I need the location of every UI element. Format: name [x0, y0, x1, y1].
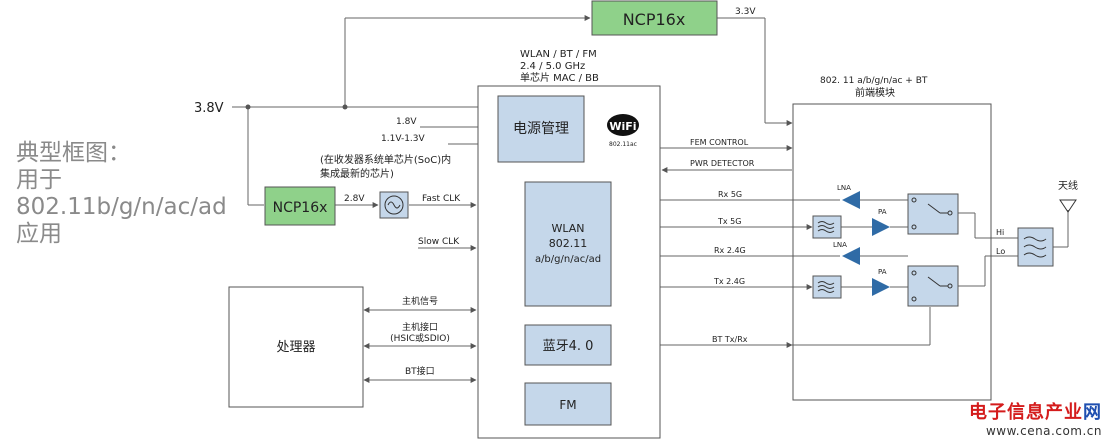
ncp16x-left-block: NCP16x: [264, 186, 336, 226]
front-end-module-block: [792, 103, 992, 401]
bt-interface-label: BT接口: [405, 365, 435, 377]
watermark-url: www.cena.com.cn: [985, 424, 1102, 438]
soc-title: WLAN / BT / FM 2.4 / 5.0 GHz 单芯片 MAC / B…: [520, 49, 599, 84]
fm-block: FM: [524, 382, 612, 426]
pa-24g-icon: [872, 278, 890, 296]
fem-control-label: FEM CONTROL: [690, 138, 749, 147]
svg-text:WiFi: WiFi: [609, 120, 636, 133]
filter-5g-icon: [812, 215, 842, 239]
rx24g-label: Rx 2.4G: [714, 246, 746, 255]
voltage-3v3-label: 3.3V: [735, 7, 756, 17]
host-signal-label: 主机信号: [402, 295, 438, 307]
fem-title: 802. 11 a/b/g/n/ac + BT 前端模块: [820, 76, 928, 99]
fm-label: FM: [559, 398, 576, 412]
tx24g-label: Tx 2.4G: [713, 277, 745, 286]
bluetooth-label: 蓝牙4. 0: [543, 339, 594, 354]
antenna-icon: [1059, 199, 1077, 213]
processor-label: 处理器: [276, 340, 315, 355]
pa-5g-label: PA: [878, 208, 887, 216]
soc-note-line1: (在收发器系统单芯片(SoC)内: [320, 153, 451, 166]
oscillator-icon: [379, 191, 409, 219]
voltage-1v8-label: 1.8V: [396, 117, 417, 127]
bt-txrx-label: BT Tx/Rx: [712, 335, 748, 344]
host-interface-label: 主机接口: [402, 321, 438, 333]
lna-5g-label: LNA: [837, 184, 851, 192]
ncp16x-top-label: NCP16x: [623, 10, 686, 29]
wifi-logo-icon: WiFi 802.11ac: [607, 114, 639, 148]
diagram-caption: 典型框图： 用于 802.11b/g/n/ac/ad 应用: [16, 140, 227, 247]
processor-block: 处理器: [228, 286, 364, 408]
svg-text:802.11ac: 802.11ac: [609, 141, 637, 148]
lna-24g-icon: [842, 247, 860, 265]
pa-24g-label: PA: [878, 268, 887, 276]
watermark: 电子信息产业网 www.cena.com.cn: [969, 398, 1102, 438]
svg-text:WLAN: WLAN: [551, 222, 584, 235]
voltage-core-label: 1.1V-1.3V: [381, 134, 426, 144]
diplexer-icon: [1017, 227, 1054, 267]
antenna-label: 天线: [1058, 179, 1078, 192]
wlan-block: WLAN 802.11 a/b/g/n/ac/ad: [524, 181, 612, 307]
svg-text:2.4 / 5.0 GHz: 2.4 / 5.0 GHz: [520, 61, 585, 72]
bluetooth-block: 蓝牙4. 0: [524, 324, 612, 366]
slow-clk-label: Slow CLK: [418, 237, 460, 247]
fast-clk-label: Fast CLK: [422, 194, 461, 204]
svg-text:802. 11 a/b/g/n/ac + BT: 802. 11 a/b/g/n/ac + BT: [820, 76, 928, 86]
ncp16x-left-label: NCP16x: [273, 200, 328, 216]
rf-switch-5g-icon: [907, 193, 959, 235]
svg-text:单芯片 MAC / BB: 单芯片 MAC / BB: [520, 71, 599, 84]
filter-24g-icon: [812, 275, 842, 299]
rf-switch-24g-icon: [907, 265, 959, 307]
svg-text:WLAN / BT / FM: WLAN / BT / FM: [520, 49, 597, 60]
ncp16x-top-block: NCP16x: [591, 0, 718, 36]
watermark-logo-text: 电子信息产业网: [969, 402, 1102, 423]
svg-text:前端模块: 前端模块: [855, 86, 895, 99]
hi-label: Hi: [996, 228, 1004, 237]
svg-text:802.11: 802.11: [549, 237, 588, 250]
voltage-3v8-label: 3.8V: [194, 101, 224, 116]
pa-5g-icon: [872, 218, 890, 236]
rx5g-label: Rx 5G: [718, 190, 742, 199]
lna-24g-label: LNA: [833, 241, 847, 249]
power-management-label: 电源管理: [513, 121, 569, 137]
tx5g-label: Tx 5G: [717, 217, 741, 226]
junction-dot: [245, 104, 251, 110]
lna-5g-icon: [842, 191, 860, 209]
lo-label: Lo: [996, 247, 1005, 256]
power-management-block: 电源管理: [497, 95, 585, 163]
pwr-detector-label: PWR DETECTOR: [690, 159, 755, 168]
junction-dot: [342, 104, 348, 110]
host-interface-sub-label: (HSIC或SDIO): [390, 332, 450, 344]
soc-note-line2: 集成最新的芯片): [320, 167, 394, 180]
voltage-2v8-label: 2.8V: [344, 194, 365, 204]
svg-text:a/b/g/n/ac/ad: a/b/g/n/ac/ad: [535, 254, 601, 265]
